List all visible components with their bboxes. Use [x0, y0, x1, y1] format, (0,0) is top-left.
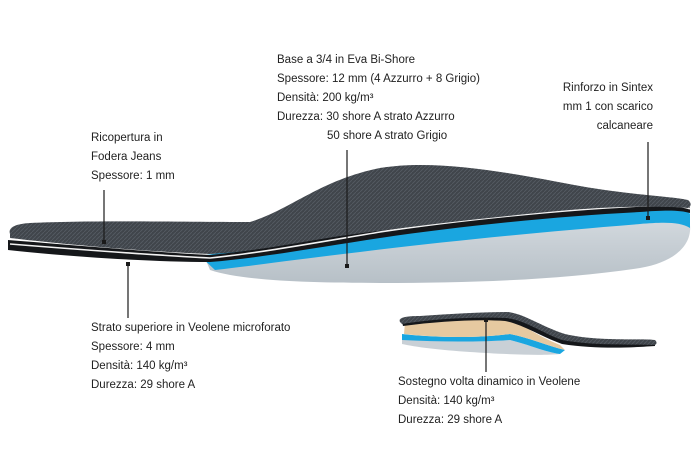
grey-base-layer [205, 213, 691, 283]
label-sostegno-line3: Durezza: 29 shore A [398, 414, 503, 426]
label-ricopertura-line2: Fodera Jeans [91, 151, 162, 163]
small-grey-base [402, 338, 560, 355]
small-blue-layer [402, 334, 565, 354]
tan-arch-support [404, 317, 565, 350]
label-sostegno: Sostegno volta dinamico in Veolene Densi… [398, 373, 580, 430]
leader-rinforzo-dot [646, 216, 650, 220]
label-base-line5: 50 shore A strato Grigio [327, 130, 448, 142]
label-ricopertura-line1: Ricopertura in [91, 132, 163, 144]
label-strato: Strato superiore in Veolene microforato … [91, 319, 290, 395]
leader-strato-dot [126, 262, 130, 266]
blue-layer [200, 207, 690, 270]
label-rinforzo: Rinforzo in Sintex mm 1 con scarico calc… [563, 79, 653, 136]
label-base-line2: Spessore: 12 mm (4 Azzurro + 8 Grigio) [277, 73, 480, 85]
label-strato-line2: Spessore: 4 mm [91, 341, 175, 353]
label-rinforzo-line3: calcaneare [596, 120, 653, 132]
label-sostegno-line1: Sostegno volta dinamico in Veolene [398, 376, 581, 388]
label-base-line4: Durezza: 30 shore A strato Azzurro [277, 111, 455, 123]
denim-top-cover [9, 164, 691, 254]
label-ricopertura: Ricopertura in Fodera Jeans Spessore: 1 … [91, 129, 175, 186]
label-rinforzo-line1: Rinforzo in Sintex [562, 82, 653, 94]
label-sostegno-line2: Densità: 140 kg/m³ [398, 395, 495, 407]
leader-sostegno-dot [484, 318, 488, 322]
label-base: Base a 3/4 in Eva Bi-Shore Spessore: 12 … [277, 51, 480, 146]
label-strato-line1: Strato superiore in Veolene microforato [91, 322, 291, 334]
label-strato-line4: Durezza: 29 shore A [91, 379, 196, 391]
leader-ricopertura-dot [102, 240, 106, 244]
label-rinforzo-line2: mm 1 con scarico [562, 101, 653, 113]
label-base-line1: Base a 3/4 in Eva Bi-Shore [277, 54, 416, 66]
leader-base-dot [345, 264, 349, 268]
sintex-reinforcement-layer [8, 201, 690, 262]
small-denim-cover [399, 312, 657, 345]
label-strato-line3: Densità: 140 kg/m³ [91, 360, 188, 372]
label-ricopertura-line3: Spessore: 1 mm [91, 170, 175, 182]
label-base-line3: Densità: 200 kg/m³ [277, 92, 374, 104]
